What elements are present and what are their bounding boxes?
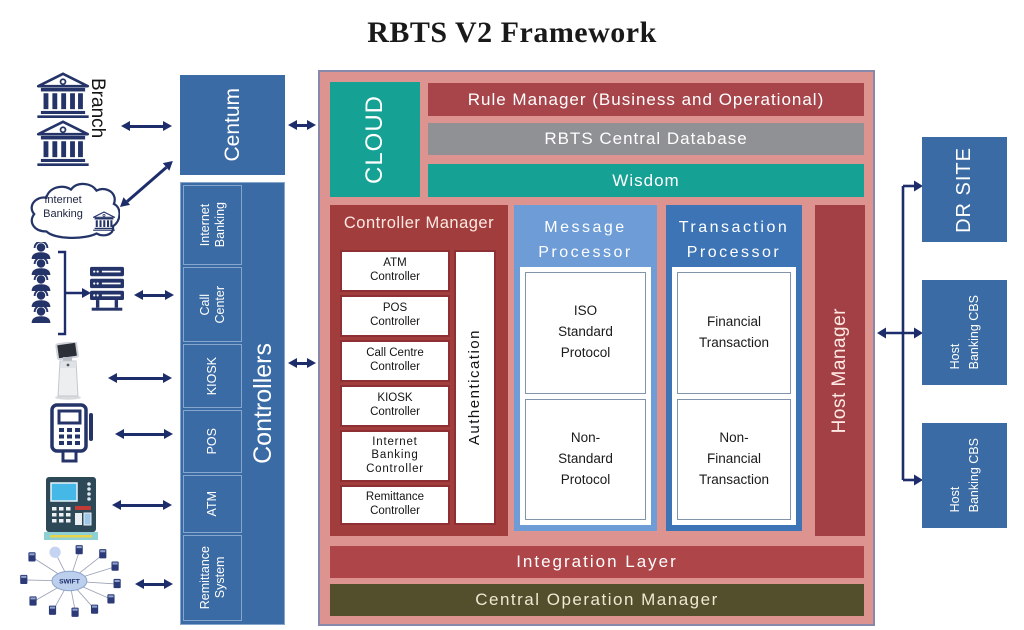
rule-manager-label: Rule Manager (Business and Operational) [467, 89, 825, 109]
branch-label: Branch [87, 78, 108, 139]
controllers-cell-atm: ATM [183, 475, 242, 533]
controllers-cell-pos: POS [183, 410, 242, 473]
central-database-label: RBTS Central Database [544, 129, 748, 148]
remittance-controller-box: Remittance Controller [340, 485, 450, 525]
financial-transaction-box: Financial Transaction [677, 272, 791, 394]
internet-banking-label: Internet Banking [43, 194, 83, 221]
arrow-atm-controllers [112, 500, 172, 509]
call-center-users-icon [28, 242, 54, 323]
authentication-label: Authentication [466, 329, 484, 446]
arrow-kiosk-controllers [108, 373, 172, 382]
wisdom-label: Wisdom [612, 170, 680, 190]
controllers-cell-kiosk: KIOSK [183, 344, 242, 408]
arrow-swift-controllers [135, 579, 173, 588]
message-processor-box: Message Processor ISO Standard Protocol … [514, 205, 657, 531]
controllers-label-area: Controllers [243, 183, 284, 623]
core-to-hosts-connector [877, 180, 923, 486]
dr-site-box: DR SITE [922, 137, 1007, 242]
cloud-box: CLOUD [330, 82, 420, 197]
controller-manager-title: Controller Manager [343, 214, 495, 232]
kiosk-icon [55, 342, 81, 400]
host-manager-label: Host Manager [829, 307, 850, 434]
transaction-processor-box: Transaction Processor Financial Transact… [666, 205, 802, 531]
wisdom-bar: Wisdom [428, 164, 864, 197]
pos-terminal-icon [50, 403, 93, 463]
bank-building-icon [34, 120, 92, 166]
dr-site-label: DR SITE [953, 146, 975, 233]
rule-manager-bar: Rule Manager (Business and Operational) [428, 83, 864, 116]
host-banking-cbs-label: Host Banking CBS [947, 438, 981, 513]
arrow-branch-centum [121, 121, 172, 130]
internet-banking-controller-box: Internet Banking Controller [340, 430, 450, 482]
cloud-label: CLOUD [361, 94, 388, 184]
cell-label: Call Center [197, 285, 227, 324]
cell-label: Remittance System [197, 546, 227, 610]
centum-label: Centum [220, 88, 244, 162]
central-database-bar: RBTS Central Database [428, 123, 864, 155]
controller-manager-box: Controller Manager ATM Controller POS Co… [330, 205, 508, 536]
integration-layer-label: Integration Layer [516, 552, 678, 571]
bank-building-icon [34, 72, 92, 118]
cell-label: KIOSK [205, 356, 219, 396]
controller-list: ATM Controller POS Controller Call Centr… [340, 250, 450, 525]
central-operation-manager-bar: Central Operation Manager [330, 584, 864, 616]
cell-label: ATM [205, 491, 219, 517]
controllers-box: Internet Banking Call Center KIOSK POS A… [180, 182, 285, 625]
atm-machine-icon [44, 477, 98, 540]
non-standard-protocol-box: Non- Standard Protocol [525, 398, 646, 520]
arrow-callcenter-controllers [134, 290, 174, 299]
non-financial-transaction-box: Non- Financial Transaction [677, 398, 791, 520]
bank-building-icon [92, 211, 116, 231]
cell-label: POS [205, 428, 219, 455]
cell-label: Internet Banking [197, 202, 227, 248]
authentication-box: Authentication [454, 250, 496, 525]
controllers-cell-call-center: Call Center [183, 267, 242, 342]
arrow-controllers-core [288, 358, 316, 367]
arrow-internetbanking-centum [126, 166, 168, 203]
page-title: RBTS V2 Framework [367, 16, 657, 49]
controllers-cell-internet-banking: Internet Banking [183, 185, 242, 265]
message-processor-panel: ISO Standard Protocol Non- Standard Prot… [520, 267, 651, 525]
atm-controller-box: ATM Controller [340, 250, 450, 292]
iso-standard-protocol-box: ISO Standard Protocol [525, 272, 646, 394]
server-stack-icon [90, 266, 124, 312]
integration-layer-bar: Integration Layer [330, 546, 864, 578]
bracket-connector [58, 250, 91, 336]
swift-network-icon: SWIFT [20, 545, 121, 617]
controllers-cell-remittance: Remittance System [183, 535, 242, 621]
arrow-pos-controllers [115, 429, 173, 438]
centum-box: Centum [180, 75, 285, 175]
kiosk-controller-box: KIOSK Controller [340, 385, 450, 427]
pos-controller-box: POS Controller [340, 295, 450, 337]
central-operation-manager-label: Central Operation Manager [475, 590, 719, 609]
transaction-processor-panel: Financial Transaction Non- Financial Tra… [672, 267, 796, 525]
host-banking-cbs-box-1: Host Banking CBS [922, 280, 1007, 385]
call-centre-controller-box: Call Centre Controller [340, 340, 450, 382]
swift-label: SWIFT [59, 579, 80, 586]
host-banking-cbs-box-2: Host Banking CBS [922, 423, 1007, 528]
controllers-label: Controllers [249, 342, 277, 464]
arrow-centum-core [288, 120, 316, 129]
transaction-processor-title: Transaction Processor [678, 219, 790, 261]
host-manager-box: Host Manager [815, 205, 865, 536]
message-processor-title: Message Processor [538, 219, 633, 261]
host-banking-cbs-label: Host Banking CBS [947, 295, 981, 370]
